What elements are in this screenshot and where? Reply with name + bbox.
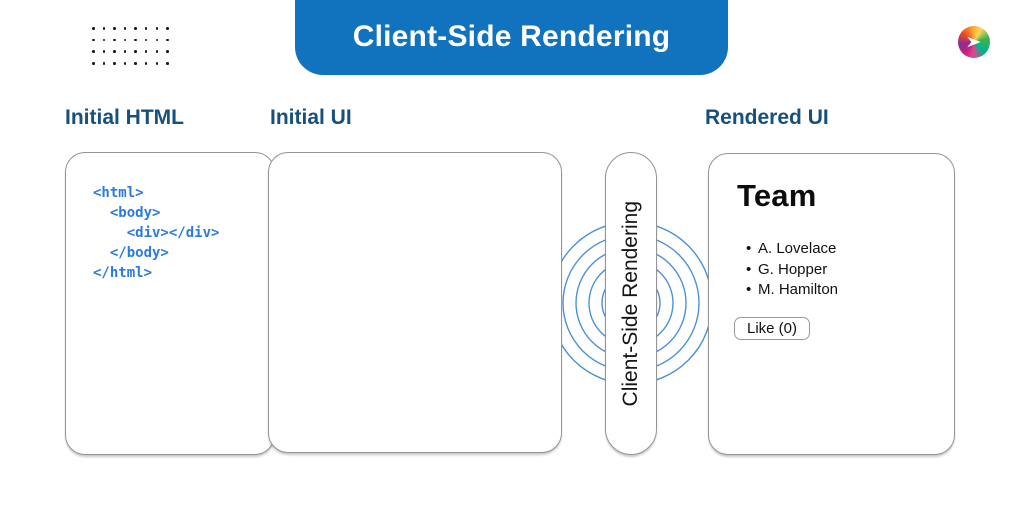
dot	[155, 50, 159, 53]
dot	[144, 27, 148, 30]
dot	[144, 50, 148, 53]
team-list-item: M. Hamilton	[746, 280, 838, 301]
code-line: </body>	[93, 245, 169, 261]
label-rendered-ui: Rendered UI	[705, 106, 829, 129]
code-line: <html>	[93, 185, 144, 201]
dot	[113, 62, 116, 65]
dot	[92, 38, 95, 42]
dot	[102, 27, 106, 30]
dot	[102, 50, 106, 53]
dot	[92, 50, 95, 53]
dot	[113, 27, 116, 30]
dot	[134, 38, 137, 42]
code-line: </html>	[93, 265, 153, 281]
code-line: <div></div>	[93, 225, 220, 241]
dot	[123, 27, 127, 30]
dot	[144, 38, 148, 42]
code-line: <body>	[93, 205, 161, 221]
team-list: A. LovelaceG. HopperM. Hamilton	[746, 239, 838, 301]
label-initial-ui: Initial UI	[270, 106, 352, 129]
initial-ui-box	[268, 152, 562, 453]
title-banner: Client-Side Rendering	[295, 0, 728, 75]
team-list-item: G. Hopper	[746, 260, 838, 281]
dot	[134, 62, 137, 65]
arrow-icon	[965, 33, 983, 51]
brand-logo	[958, 26, 990, 58]
dot	[123, 62, 127, 65]
dot	[102, 62, 106, 65]
csr-pill-label: Client-Side Rendering	[619, 200, 642, 407]
dot	[92, 27, 95, 30]
page-title: Client-Side Rendering	[352, 19, 671, 53]
dot	[123, 38, 127, 42]
dot	[144, 62, 148, 65]
dot	[113, 50, 116, 53]
dot	[155, 38, 159, 42]
dot	[113, 38, 116, 42]
dot	[155, 27, 159, 30]
like-button[interactable]: Like (0)	[734, 317, 810, 340]
like-button-label: Like (0)	[746, 320, 798, 337]
label-initial-html: Initial HTML	[65, 106, 184, 129]
initial-html-box: <html> <body> <div></div> </body> </html>	[65, 152, 275, 455]
csr-process-pill: Client-Side Rendering	[605, 152, 657, 455]
dot	[166, 50, 169, 53]
dot	[92, 62, 95, 65]
dot	[102, 38, 106, 42]
team-heading: Team	[737, 178, 817, 213]
dot	[134, 50, 137, 53]
rendered-ui-box: Team A. LovelaceG. HopperM. Hamilton Lik…	[708, 153, 955, 455]
dot	[155, 62, 159, 65]
dot-grid-decoration	[92, 27, 169, 65]
dot	[134, 27, 137, 30]
team-list-item: A. Lovelace	[746, 239, 838, 260]
dot	[166, 62, 169, 65]
dot	[123, 50, 127, 53]
dot	[166, 27, 169, 30]
html-code-block: <html> <body> <div></div> </body> </html>	[93, 183, 219, 283]
dot	[166, 38, 169, 42]
